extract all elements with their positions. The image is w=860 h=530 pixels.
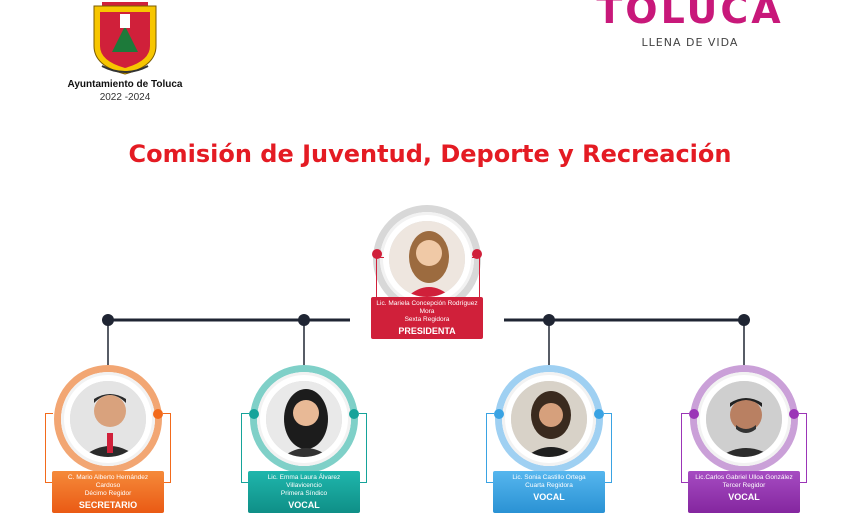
member-name: Lic.Carlos Gabriel Ulloa González [695, 474, 793, 481]
page-title: Comisión de Juventud, Deporte y Recreaci… [128, 140, 732, 168]
member-card-vocal-3: Lic.Carlos Gabriel Ulloa González Tercer… [678, 365, 810, 525]
member-role: VOCAL [728, 492, 760, 502]
toluca-brand-logo: TOLUCA LLENA DE VIDA [590, 0, 790, 55]
member-plate: Lic. Mariela Concepción Rodríguez Mora S… [371, 297, 483, 339]
member-role: VOCAL [533, 492, 565, 502]
coat-of-arms-icon [82, 0, 168, 76]
brand-tagline: LLENA DE VIDA [641, 36, 739, 49]
member-card-vocal-1: Lic. Emma Laura Álvarez Villavicencio Pr… [238, 365, 370, 525]
member-plate: Lic. Sonia Castillo Ortega Cuarta Regido… [493, 471, 605, 513]
member-photo [264, 379, 344, 459]
member-position: Primera Síndico [280, 490, 328, 497]
ayuntamiento-logo: Ayuntamiento de Toluca 2022 -2024 [50, 0, 200, 105]
member-position: Décimo Regidor [84, 490, 132, 497]
member-role: SECRETARIO [78, 500, 138, 510]
member-photo [68, 379, 148, 459]
member-position: Cuarta Regidora [525, 482, 573, 489]
member-card-presidenta: Lic. Mariela Concepción Rodríguez Mora S… [361, 205, 493, 353]
connector-node [738, 314, 750, 326]
member-name: Lic. Sonia Castillo Ortega [512, 474, 586, 481]
member-card-vocal-2: Lic. Sonia Castillo Ortega Cuarta Regido… [483, 365, 615, 525]
member-name: Lic. Emma Laura Álvarez Villavicencio [267, 474, 341, 489]
member-plate: Lic.Carlos Gabriel Ulloa González Tercer… [688, 471, 800, 513]
member-photo [387, 219, 467, 299]
member-name: Lic. Mariela Concepción Rodríguez Mora [376, 300, 478, 315]
member-card-secretario: C. Mario Alberto Hernández Cardoso Décim… [42, 365, 174, 525]
connector-node [298, 314, 310, 326]
member-plate: Lic. Emma Laura Álvarez Villavicencio Pr… [248, 471, 360, 513]
member-name: C. Mario Alberto Hernández Cardoso [67, 474, 149, 489]
administration-period: 2022 -2024 [99, 92, 151, 103]
member-position: Tercer Regidor [722, 482, 766, 489]
member-role: PRESIDENTA [398, 326, 456, 336]
connector-node [102, 314, 114, 326]
member-role: VOCAL [288, 500, 320, 510]
brand-name: TOLUCA [596, 0, 784, 32]
member-position: Sexta Regidora [404, 316, 450, 323]
ayuntamiento-name: Ayuntamiento de Toluca [67, 79, 183, 90]
member-photo [509, 379, 589, 459]
member-plate: C. Mario Alberto Hernández Cardoso Décim… [52, 471, 164, 513]
member-photo [704, 379, 784, 459]
connector-node [543, 314, 555, 326]
